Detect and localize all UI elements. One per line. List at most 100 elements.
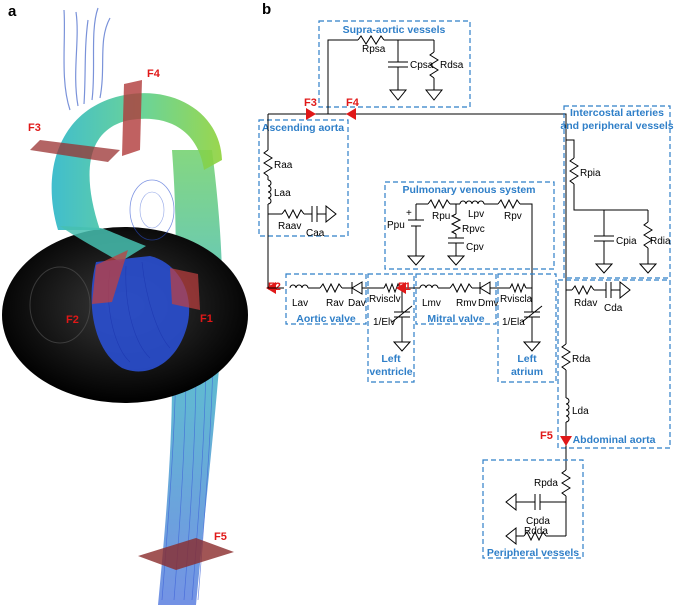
label-rda: Rda [572,354,591,365]
label-rviscla: Rviscla [500,294,533,305]
box-ascending-aorta [258,119,349,237]
capacitor-cda [605,282,612,298]
label-laa: Laa [274,188,291,199]
marker-f4 [346,108,356,120]
resistor-rpu [427,198,451,210]
resistor-rdsa [429,51,439,79]
ground-rdsa [424,89,444,101]
label-elv: 1/Elv [373,317,395,328]
diode-dav [351,281,363,295]
box-left-atrium [497,273,557,383]
resistor-rdda [523,530,547,542]
diode-dmv [479,281,491,295]
aortic-arch-streamlines [51,93,222,231]
heart-slice-detail [29,266,91,344]
label-lmv: Lmv [422,298,441,309]
wire-rpia-in [566,139,575,158]
label-rdda: Rdda [524,526,548,537]
label-f4: F4 [346,97,360,109]
panel-b-lumped-model: b Supra-aortic vessels Rpsa Cpsa Rdsa F3… [258,1,674,559]
ground-cda [619,280,631,300]
label-ela: 1/Ela [502,317,525,328]
inductor-lav [289,284,309,289]
ground-rdia [638,263,658,274]
plane-f1-label: F1 [200,313,213,325]
label-lpv: Lpv [468,209,484,220]
resistor-rviscla [509,282,527,294]
title-left-atrium-1: Left [517,353,537,365]
resistor-rmv [449,282,473,294]
label-dmv: Dmv [478,298,499,309]
marker-f3 [306,108,316,120]
label-rdsa: Rdsa [440,60,464,71]
label-rmv: Rmv [456,298,477,309]
label-rpvc: Rpvc [462,224,485,235]
wire-heart-left [267,282,284,289]
ground-ppu [406,255,426,266]
wire-main-top [268,113,567,282]
ground-elv [392,341,412,352]
resistor-rpia [569,157,579,185]
resistor-rpv [497,198,521,210]
wire-rpv-out [520,203,533,282]
title-abdominal-aorta: Abdominal aorta [573,434,656,446]
box-aortic-valve [285,273,367,325]
marker-f5 [560,436,572,446]
title-left-ventricle-1: Left [381,353,401,365]
plane-f4-label: F4 [147,68,161,80]
panel-b-label: b [262,1,271,18]
resistor-rdia [643,221,653,249]
capacitor-cpda [534,494,541,510]
capacitor-cpsa [388,61,408,68]
arch-vortex-inner [139,191,165,229]
title-pulmonary-venous: Pulmonary venous system [402,184,535,196]
wire-supra-left [327,39,358,114]
wire-rpia-out [573,184,648,211]
ground-cpv [446,255,466,266]
resistor-raav [281,208,305,220]
label-cpsa: Cpsa [410,60,434,71]
box-supra-aortic [318,20,471,108]
box-left-ventricle [367,273,415,383]
label-rav: Rav [326,298,344,309]
source-ppu [408,219,424,227]
ground-cpsa [388,89,408,101]
marker-f1 [396,282,406,294]
title-aortic-valve: Aortic valve [296,313,356,325]
panel-a-label: a [8,3,17,20]
resistor-rpsa [357,35,385,45]
label-lav: Lav [292,298,308,309]
ground-caa [325,204,337,224]
label-raa: Raa [274,160,293,171]
ground-cpia [594,263,614,274]
inductor-laa [267,179,272,205]
label-rpda: Rpda [534,478,558,489]
supra-aortic-branches [63,7,111,111]
label-rpia: Rpia [580,168,601,179]
plane-f2 [92,250,128,304]
capacitor-cpia [594,235,614,242]
label-dav: Dav [348,298,366,309]
arch-vortex [129,179,175,241]
ground-rdda [505,526,517,546]
resistor-rdav [571,284,595,296]
title-ascending-aorta: Ascending aorta [262,122,344,134]
resistor-rda [561,343,571,371]
plane-f3 [30,140,120,162]
resistor-rpvc [450,213,462,235]
label-rpsa: Rpsa [362,44,386,55]
title-intercostal-1: Intercostal arteries [570,107,664,119]
label-rpu: Rpu [432,211,450,222]
plane-f3-label: F3 [28,122,41,134]
label-cpda: Cpda [526,516,550,527]
label-rpv: Rpv [504,211,522,222]
label-ppu: Ppu [387,220,405,231]
label-rvisclv: Rvisclv [369,294,401,305]
label-cda: Cda [604,303,623,314]
label-cpv: Cpv [466,242,484,253]
resistor-rvisclv [383,282,401,294]
plane-f5 [138,538,234,570]
label-lda: Lda [572,406,589,417]
capacitor-cpv [448,237,464,244]
